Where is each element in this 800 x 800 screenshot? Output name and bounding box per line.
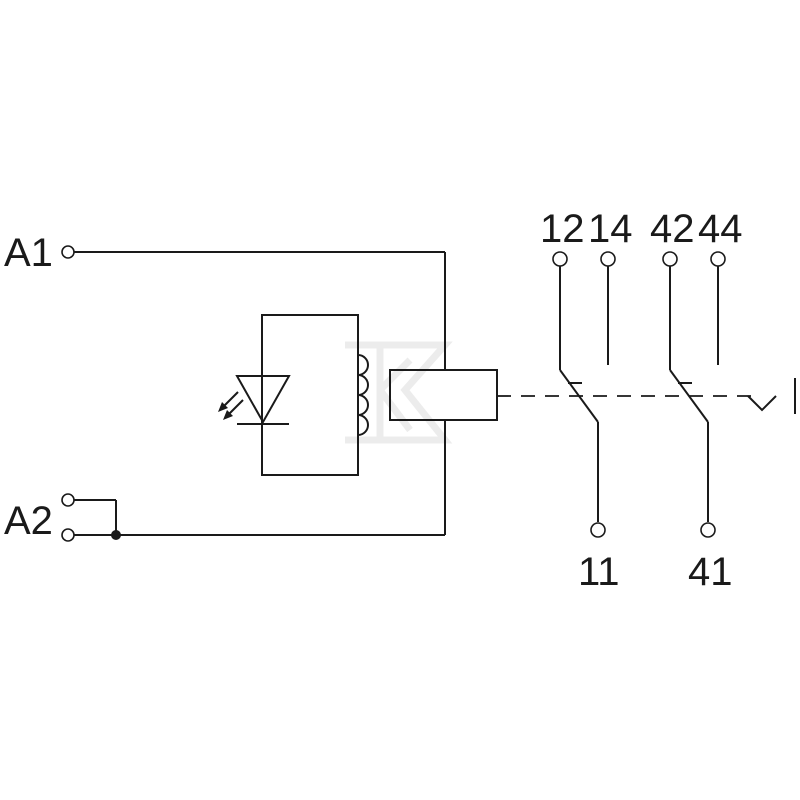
- label-a1: A1: [4, 231, 53, 275]
- a1-circuit: [74, 251, 446, 536]
- label-41: 41: [688, 550, 733, 594]
- indicator-loop: [261, 314, 359, 476]
- terminal-12: [552, 251, 568, 267]
- contact-set-1: [559, 266, 609, 522]
- junction-node: [111, 530, 121, 540]
- label-a2: A2: [4, 499, 53, 543]
- label-12: 12: [540, 207, 585, 251]
- label-42: 42: [650, 207, 695, 251]
- terminal-44: [710, 251, 726, 267]
- terminal-42: [662, 251, 678, 267]
- led-diode-icon: [218, 350, 291, 440]
- terminal-41: [700, 522, 716, 538]
- terminal-11: [590, 522, 606, 538]
- terminal-a1: [61, 245, 75, 259]
- terminal-14: [600, 251, 616, 267]
- relay-coil-box: [389, 369, 498, 421]
- mechanical-linkage: [497, 378, 796, 414]
- label-44: 44: [698, 207, 743, 251]
- label-11: 11: [578, 550, 620, 594]
- label-14: 14: [588, 207, 633, 251]
- contact-set-2: [669, 266, 719, 522]
- a2-circuit: [74, 499, 121, 540]
- terminal-a2-bottom: [61, 528, 75, 542]
- terminal-a2-top: [61, 493, 75, 507]
- watermark-logo-icon: [345, 341, 453, 444]
- relay-coil-icon: [357, 354, 369, 436]
